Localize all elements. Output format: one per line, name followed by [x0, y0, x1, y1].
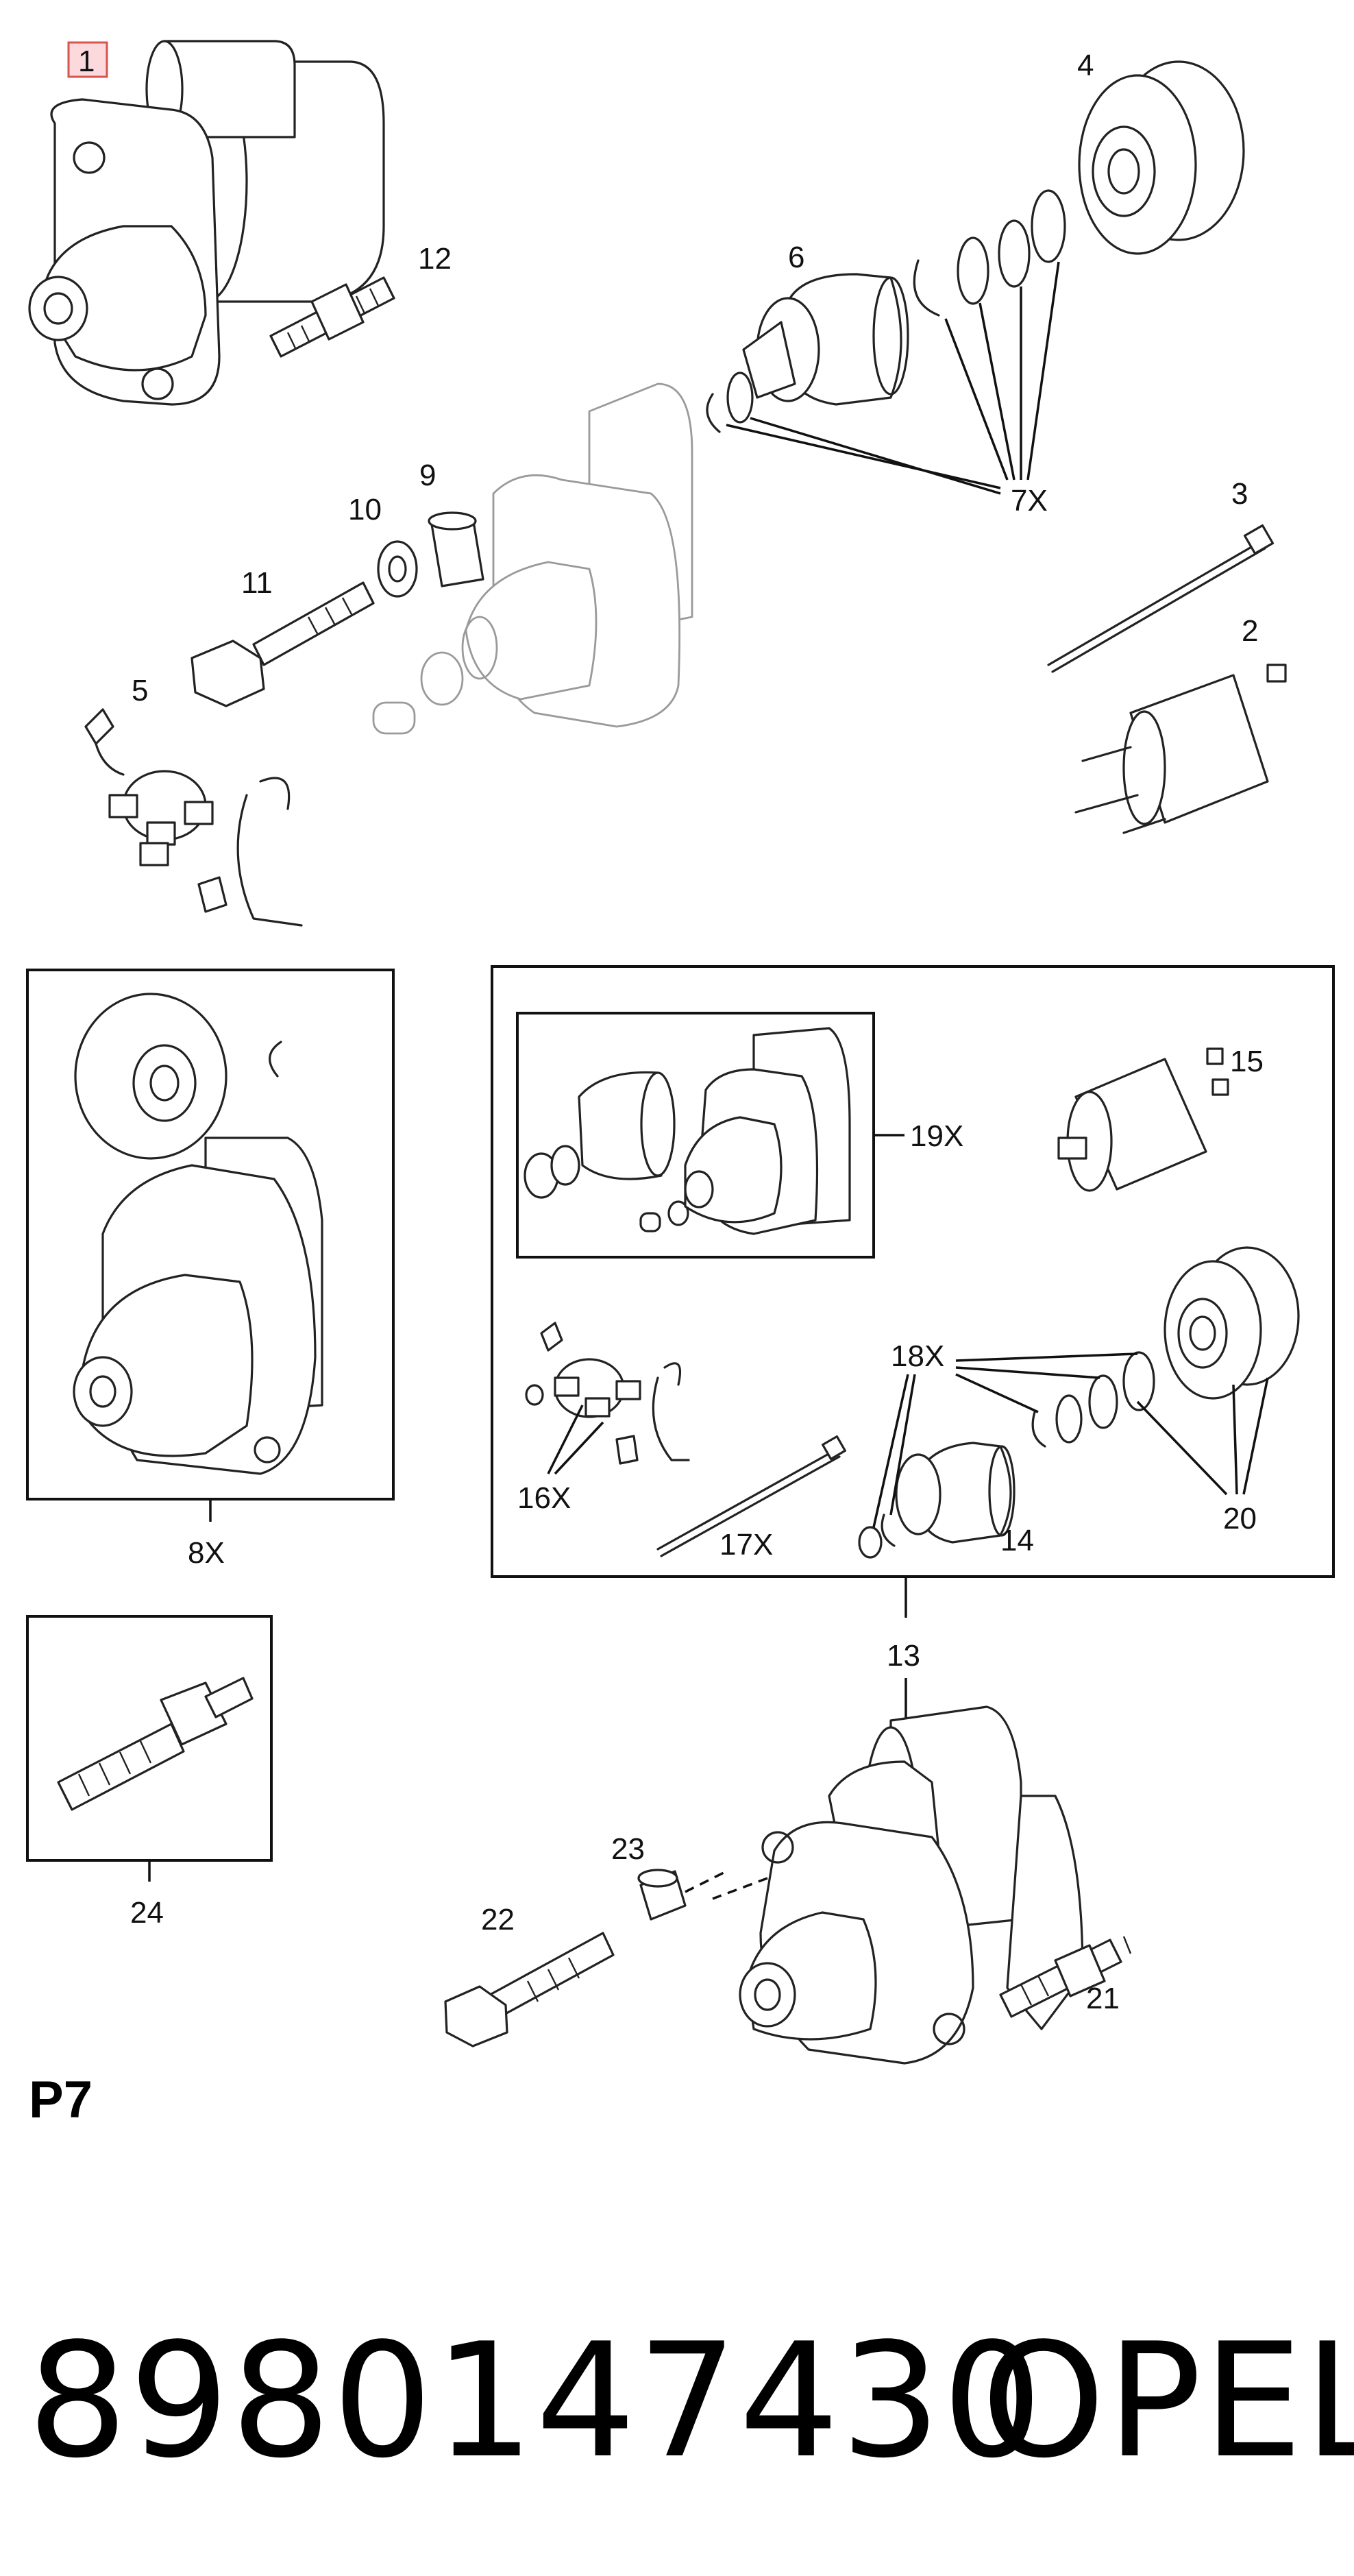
part-23-sleeve[interactable]: [637, 1869, 687, 1921]
part-13-starter-motor[interactable]: [712, 1705, 1084, 2065]
part-8x-drive-end-assembly[interactable]: [73, 993, 323, 1475]
leader-16x: [547, 1405, 604, 1475]
callout-12[interactable]: 12: [418, 242, 452, 276]
callout-1[interactable]: 1: [78, 45, 95, 78]
part-24-stud[interactable]: [57, 1677, 254, 1811]
callout-13[interactable]: 13: [887, 1639, 920, 1673]
part-9-bushing[interactable]: [428, 511, 484, 587]
part-number: 8980147430: [27, 2310, 1044, 2493]
callout-15[interactable]: 15: [1230, 1045, 1264, 1078]
callout-8x[interactable]: 8X: [188, 1536, 225, 1570]
part-22-bolt[interactable]: [444, 1932, 615, 2048]
part-5-brush-holder[interactable]: [84, 708, 303, 927]
callout-14[interactable]: 14: [1000, 1524, 1034, 1557]
callout-11[interactable]: 11: [241, 566, 273, 600]
callout-7x[interactable]: 7X: [1011, 484, 1048, 518]
callout-10[interactable]: 10: [348, 493, 382, 526]
brand-name: OPEL: [981, 2310, 1354, 2493]
callout-2[interactable]: 2: [1242, 614, 1258, 648]
part-18x-ring-kit[interactable]: [858, 1351, 1155, 1559]
frame-13: [491, 965, 1335, 1578]
leader-18x: [872, 1352, 1138, 1528]
callout-24[interactable]: 24: [130, 1896, 164, 1930]
part-20-drive-end-housing[interactable]: [1164, 1246, 1300, 1400]
part-1-starter-motor[interactable]: [28, 40, 385, 406]
leader-20: [1136, 1377, 1269, 1496]
callout-4[interactable]: 4: [1077, 49, 1094, 82]
callout-3[interactable]: 3: [1231, 477, 1248, 511]
callout-5[interactable]: 5: [132, 674, 148, 707]
part-4-drive-end-housing[interactable]: [1078, 60, 1245, 255]
callout-22[interactable]: 22: [481, 1903, 515, 1936]
part-15-solenoid[interactable]: [1057, 1047, 1229, 1192]
part-6-pinion-drive[interactable]: [742, 273, 909, 406]
callout-6[interactable]: 6: [788, 241, 804, 274]
callout-20[interactable]: 20: [1223, 1502, 1257, 1535]
callout-23[interactable]: 23: [611, 1832, 645, 1866]
callout-21[interactable]: 21: [1086, 1982, 1120, 2015]
page-reference: P7: [29, 2071, 93, 2129]
part-14-pinion-drive[interactable]: [895, 1442, 1016, 1544]
selected-item-highlight: [67, 41, 108, 78]
part-19x-housing-kit[interactable]: [524, 1027, 851, 1235]
callout-9[interactable]: 9: [419, 459, 436, 492]
callout-17x[interactable]: 17X: [719, 1528, 773, 1562]
leader-7x: [726, 261, 1060, 495]
part-10-washer[interactable]: [377, 540, 418, 598]
part-17x-through-bolt[interactable]: [656, 1435, 846, 1557]
ghost-starter-reference: [372, 382, 693, 735]
part-21-stud[interactable]: [999, 1936, 1132, 2018]
part-7x-ring-kit[interactable]: [706, 189, 1066, 433]
part-16x-brush-holder[interactable]: [525, 1322, 690, 1465]
part-11-bolt[interactable]: [190, 581, 375, 707]
callout-19x[interactable]: 19X: [910, 1119, 963, 1153]
part-12-stud[interactable]: [269, 276, 395, 358]
part-3-through-bolt[interactable]: [1047, 524, 1275, 673]
callout-18x[interactable]: 18X: [891, 1339, 944, 1373]
part-2-solenoid[interactable]: [1074, 664, 1287, 834]
callout-16x[interactable]: 16X: [517, 1481, 571, 1515]
